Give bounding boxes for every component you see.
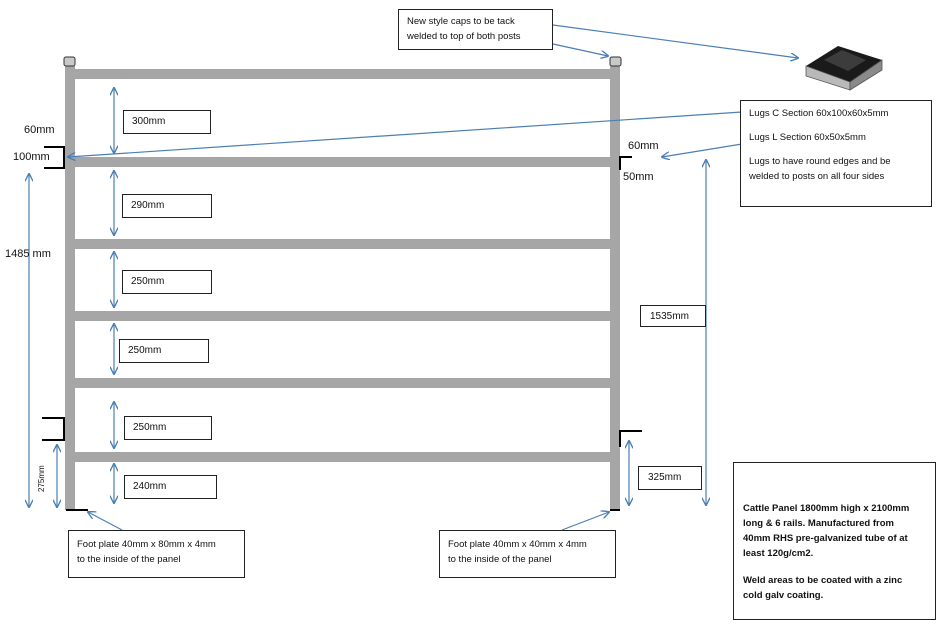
lugs-edges-text-2: welded to posts on all four sides — [749, 171, 885, 182]
left-lower-c-lug — [42, 417, 65, 441]
right-lug-height-label: 50mm — [623, 171, 654, 183]
caps-note-line-1: New style caps to be tack — [407, 16, 515, 27]
rail-spacing-label-4: 250mm — [119, 339, 209, 363]
rail-6 — [65, 452, 620, 462]
foot-plate-left-note: Foot plate 40mm x 80mm x 4mm to the insi… — [68, 530, 245, 578]
rail-spacing-label-5: 250mm — [124, 416, 212, 440]
spec-note: Cattle Panel 1800mm high x 2100mm long &… — [733, 462, 936, 620]
lugs-note: Lugs C Section 60x100x60x5mm Lugs L Sect… — [740, 100, 932, 207]
spec-line-1: Cattle Panel 1800mm high x 2100mm — [743, 503, 910, 514]
lugs-edges-text-1: Lugs to have round edges and be — [749, 156, 891, 167]
lug-l-leader — [662, 143, 743, 157]
foot-left-line-1: Foot plate 40mm x 80mm x 4mm — [77, 539, 216, 550]
caps-leader-to-post — [552, 43, 608, 56]
right-lower-l-lug — [619, 430, 642, 447]
left-lug-width-label: 60mm — [24, 124, 55, 136]
left-post-cap — [63, 56, 76, 67]
rail-spacing-label-2: 290mm — [122, 194, 212, 218]
foot-right-leader — [561, 512, 609, 531]
rail-3 — [65, 239, 620, 249]
left-post — [65, 66, 75, 510]
foot-left-line-2: to the inside of the panel — [77, 554, 181, 565]
lugs-l-section-text: Lugs L Section 60x50x5mm — [749, 132, 866, 143]
rail-4 — [65, 311, 620, 321]
lug-c-leader — [68, 111, 743, 157]
lugs-c-section-text: Lugs C Section 60x100x60x5mm — [749, 108, 889, 119]
foot-right-line-2: to the inside of the panel — [448, 554, 552, 565]
caps-note: New style caps to be tack welded to top … — [398, 9, 553, 50]
foot-plate-right-note: Foot plate 40mm x 40mm x 4mm to the insi… — [439, 530, 616, 578]
right-post — [610, 66, 620, 510]
spec-line-3: 40mm RHS pre-galvanized tube of at — [743, 533, 908, 544]
left-bottom-gap-label: 275mm — [37, 465, 46, 492]
caps-leader-to-cap — [552, 24, 798, 58]
right-upper-l-lug — [619, 156, 632, 170]
foot-right-line-1: Foot plate 40mm x 40mm x 4mm — [448, 539, 587, 550]
spec-line-2: long & 6 rails. Manufactured from — [743, 518, 894, 529]
left-upper-c-lug — [44, 146, 65, 169]
rail-spacing-label-3: 250mm — [122, 270, 212, 294]
right-lug-width-label: 60mm — [628, 140, 659, 152]
left-overall-height-label: 1485 mm — [5, 248, 51, 260]
right-bottom-gap-label: 325mm — [638, 466, 702, 490]
left-lug-height-label: 100mm — [13, 151, 50, 163]
spec-line-5: Weld areas to be coated with a zinc — [743, 575, 903, 586]
right-overall-height-label: 1535mm — [640, 305, 706, 327]
foot-left-leader — [88, 512, 123, 531]
rail-2 — [65, 157, 620, 167]
rail-5 — [65, 378, 620, 388]
rail-spacing-label-6: 240mm — [124, 475, 217, 499]
spec-line-6: cold galv coating. — [743, 590, 824, 601]
spec-line-4: least 120g/cm2. — [743, 548, 814, 559]
caps-note-line-2: welded to top of both posts — [407, 31, 521, 42]
rail-1 — [65, 69, 620, 79]
post-cap-illustration — [805, 46, 883, 91]
right-post-cap — [609, 56, 622, 67]
rail-spacing-label-1: 300mm — [123, 110, 211, 134]
